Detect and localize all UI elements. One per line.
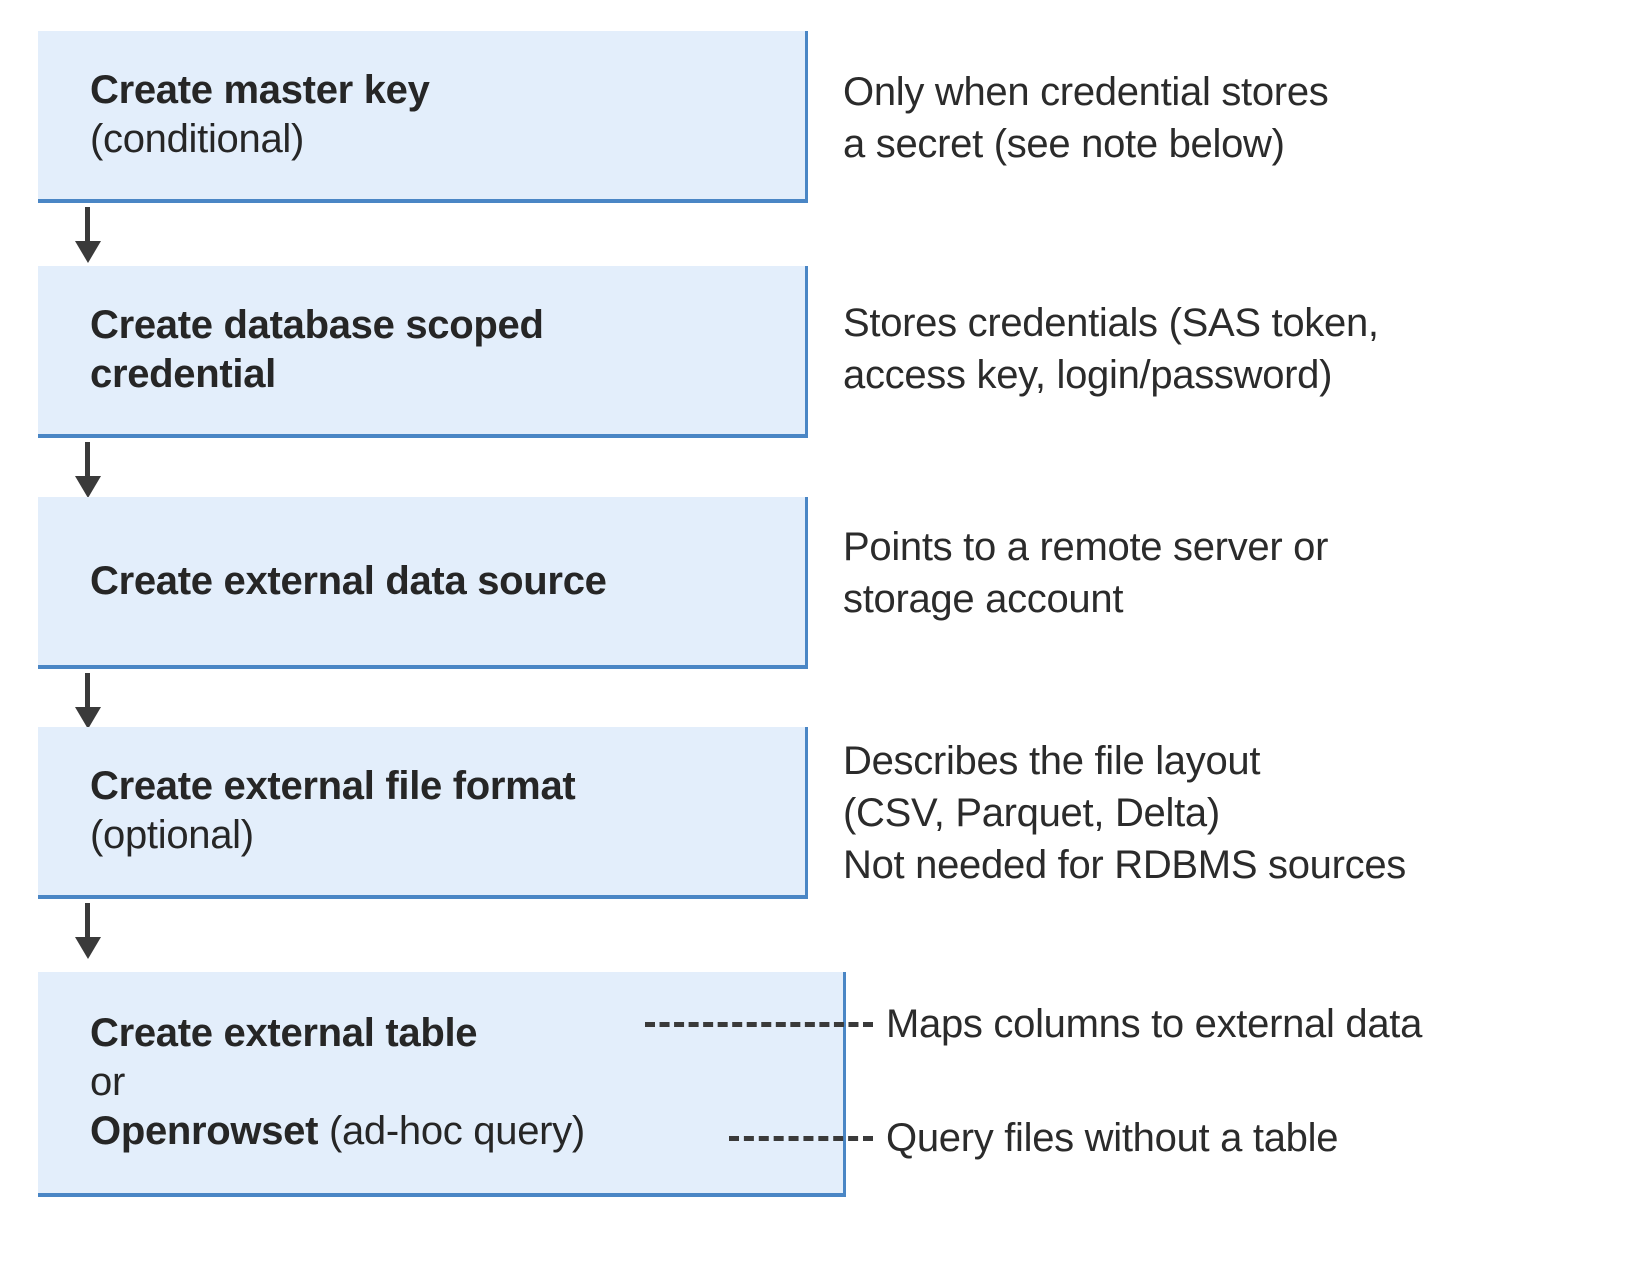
step-box-create-external-file-format[interactable]: Create external file format (optional) xyxy=(38,727,808,899)
step-description-create-database-scoped-credential: Stores credentials (SAS token, access ke… xyxy=(843,301,1379,397)
final-option-b-suffix: (ad-hoc query) xyxy=(318,1108,585,1153)
step-box-create-master-key[interactable]: Create master key (conditional) xyxy=(38,31,808,203)
step-box-text: Create database scoped credential xyxy=(38,301,805,399)
final-option-b-description: Query files without a table xyxy=(886,1116,1339,1160)
final-option-b-title: Openrowset (ad-hoc query) xyxy=(90,1107,843,1156)
step-title: Create external data source xyxy=(90,558,607,603)
step-subtitle: (conditional) xyxy=(90,117,304,161)
step-description-create-external-data-source: Points to a remote server or storage acc… xyxy=(843,525,1329,621)
step-box-text: Create external data source xyxy=(38,557,805,606)
dashed-connector-option-a xyxy=(645,1022,873,1027)
step-box-text: Create external table or Openrowset (ad-… xyxy=(38,1009,843,1155)
step-description-create-master-key: Only when credential stores a secret (se… xyxy=(843,70,1329,166)
step-box-create-external-table-or-openrowset[interactable]: Create external table or Openrowset (ad-… xyxy=(38,972,846,1197)
step-box-text: Create external file format (optional) xyxy=(38,762,805,860)
final-option-a-description: Maps columns to external data xyxy=(886,1002,1423,1046)
final-option-b-name: Openrowset xyxy=(90,1108,319,1153)
dashed-connector-option-b xyxy=(729,1136,873,1141)
step-title: Create database scoped credential xyxy=(90,303,544,396)
step-box-text: Create master key (conditional) xyxy=(38,66,805,164)
final-option-separator: or xyxy=(90,1060,125,1105)
step-description-create-external-file-format: Describes the file layout (CSV, Parquet,… xyxy=(843,739,1406,887)
step-subtitle: (optional) xyxy=(90,813,254,857)
step-title: Create master key xyxy=(90,68,430,113)
step-box-create-external-data-source[interactable]: Create external data source xyxy=(38,497,808,669)
step-box-create-database-scoped-credential[interactable]: Create database scoped credential xyxy=(38,266,808,438)
final-option-a-title: Create external table xyxy=(90,1011,478,1056)
step-title: Create external file format xyxy=(90,764,576,809)
